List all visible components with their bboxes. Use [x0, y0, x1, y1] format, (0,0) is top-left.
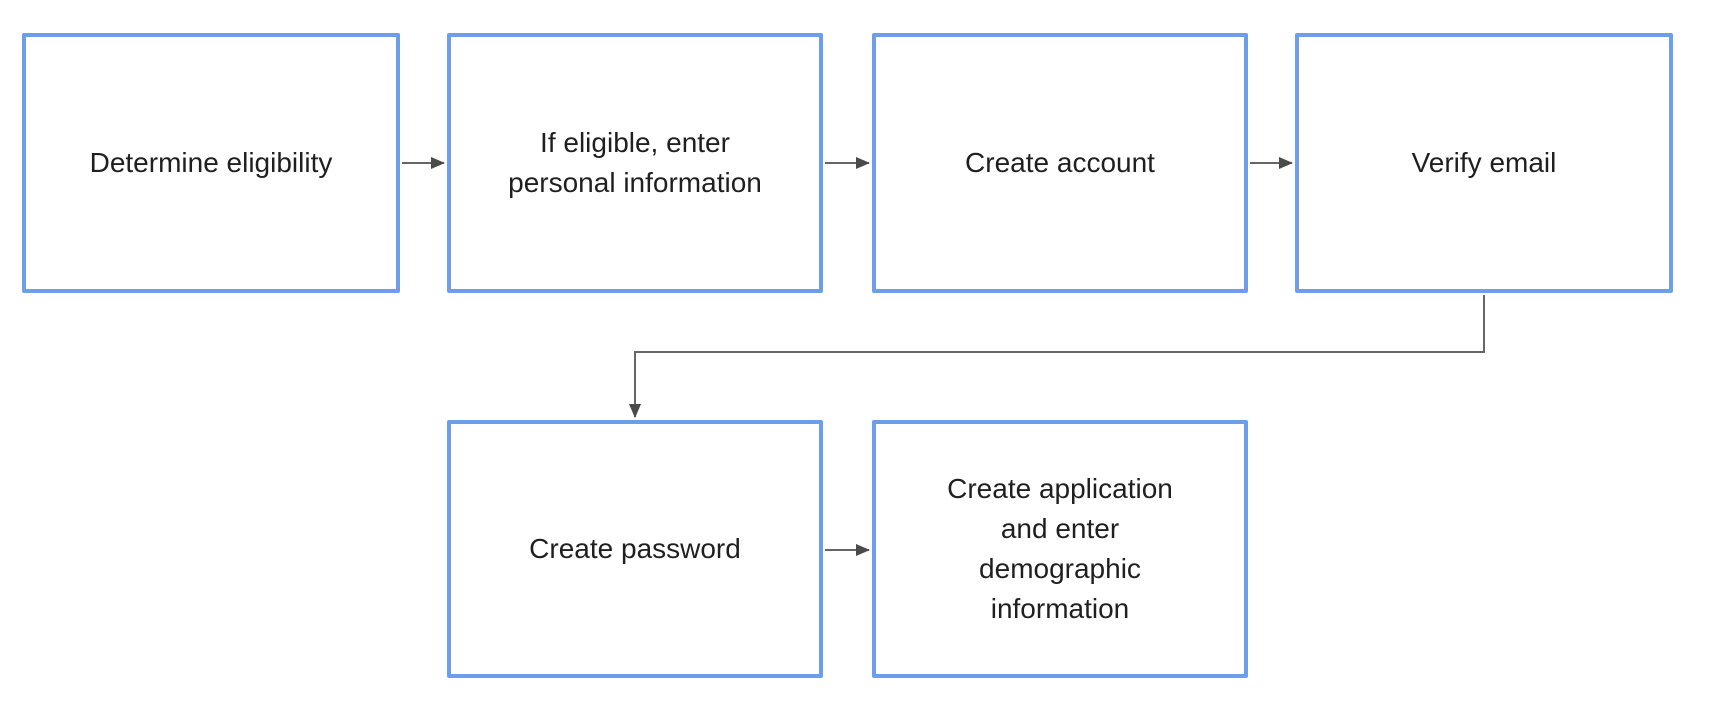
node-label: Create account [965, 147, 1155, 178]
flowchart-node-verify-email: Verify email [1295, 33, 1673, 293]
flowchart-node-determine-eligibility: Determine eligibility [22, 33, 400, 293]
flowchart-node-create-account: Create account [872, 33, 1248, 293]
flowchart-node-create-application: Create application and enter demographic… [872, 420, 1248, 678]
flowchart-node-enter-personal-information: If eligible, enter personal information [447, 33, 823, 293]
node-label: If eligible, enter personal information [508, 127, 762, 198]
flowchart-node-create-password: Create password [447, 420, 823, 678]
node-label: Verify email [1411, 147, 1557, 178]
connector-verify-email-to-create-password [629, 295, 1485, 418]
node-label: Create application and enter demographic… [947, 473, 1173, 624]
node-label: Determine eligibility [89, 147, 333, 178]
node-label: Create password [529, 533, 741, 564]
